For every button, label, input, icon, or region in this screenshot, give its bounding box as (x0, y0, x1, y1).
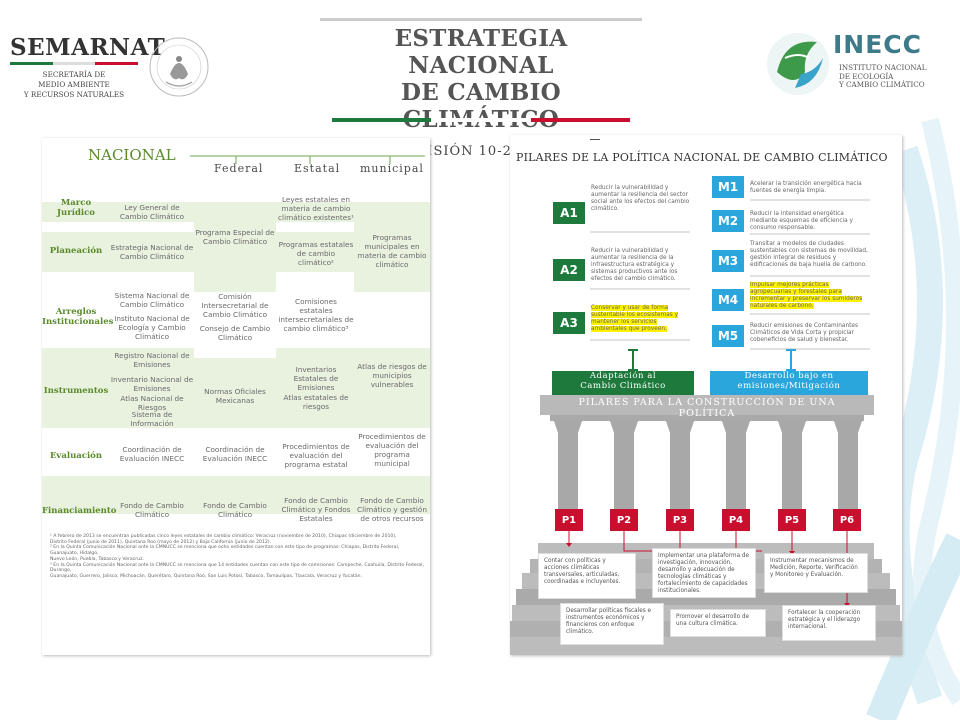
pillar-p5: P5 (778, 509, 806, 531)
band-instrumentos (42, 348, 430, 428)
badge-m5: M5 (712, 325, 744, 347)
badge-a3: A3 (553, 312, 585, 334)
semarnat-wordmark: SEMARNAT (10, 34, 166, 61)
badge-a1: A1 (553, 202, 585, 224)
title-flag-bar (332, 118, 630, 122)
cell-estrategia-nacional: Estrategia Nacional de Cambio Climático (110, 243, 194, 261)
badge-a2: A2 (553, 259, 585, 281)
col-federal: Federal (214, 162, 264, 175)
nacional-table: NACIONAL Federal Estatal municipal Marco… (42, 138, 430, 655)
cell-comisiones-estatales: Comisiones estatales intersecretariales … (278, 297, 354, 333)
cell-proc-municipal: Procedimientos de evaluación del program… (358, 432, 426, 468)
semarnat-subtitle: SECRETARÍA DE MEDIO AMBIENTE Y RECURSOS … (23, 70, 125, 99)
box-fiscales: Desarrollar políticas fiscales e instrum… (560, 603, 664, 645)
box-mrv: Instrumentar mecanismos de Medición, Rep… (764, 553, 868, 593)
cell-registro: Registro Nacional de Emisiones (114, 351, 190, 369)
title-line-2: DE CAMBIO CLIMÁTICO (400, 79, 562, 133)
flag-stripe (10, 62, 139, 65)
cell-consejo: Consejo de Cambio Climático (199, 324, 271, 342)
badge-m4: M4 (712, 289, 744, 311)
text-a3: Conservar y usar de forma sustentable lo… (591, 305, 679, 332)
cell-fondo-2: Fondo de Cambio Climático (203, 501, 267, 519)
cell-fondo-estatales: Fondo de Cambio Climático y Fondos Estat… (281, 495, 351, 523)
band-financiamiento (42, 476, 430, 514)
box-politicas: Contar con políticas y acciones climátic… (538, 553, 636, 599)
row-label-evaluacion: Evaluación (49, 451, 103, 461)
text-a1: Reducir la vulnerabilidad y aumentar la … (591, 185, 690, 212)
construccion-label: PILARES PARA LA CONSTRUCCIÓN DE UNA POLÍ… (578, 397, 836, 419)
cell-programas-municipales: Programas municipales en materia de camb… (357, 233, 427, 269)
pilares-title: PILARES DE LA POLÍTICA NACIONAL DE CAMBI… (516, 151, 888, 164)
title-card: ESTRATEGIA NACIONAL DE CAMBIO CLIMÁTICO … (320, 18, 642, 159)
text-m3: Transitar a modelos de ciudades sustenta… (750, 241, 868, 268)
cell-programas-estatales: Programas estatales de cambio climático² (278, 239, 354, 267)
inecc-subtitle: INSTITUTO NACIONAL DE ECOLOGÍA Y CAMBIO … (839, 63, 927, 89)
title-line-1: ESTRATEGIA NACIONAL (394, 25, 568, 79)
pillar-p1: P1 (555, 509, 583, 531)
row-label-marco: Marco Jurídico (57, 198, 95, 218)
inecc-emblem-icon (767, 33, 829, 95)
cell-comision: Comisión Intersecretarial de Cambio Clim… (201, 291, 269, 319)
box-cultura: Promover el desarrollo de una cultura cl… (670, 609, 766, 637)
badge-m3: M3 (712, 250, 744, 272)
badge-m2: M2 (712, 210, 744, 232)
cell-inventarios-estatales: Inventarios Estatales de Emisiones (293, 364, 339, 392)
badge-m1: M1 (712, 176, 744, 198)
pillar-p4: P4 (722, 509, 750, 531)
footnotes: ¹ A febrero de 2013 se encuentran public… (50, 534, 424, 579)
cell-sinacc: Sistema Nacional de Cambio Climático (114, 291, 190, 309)
pillar-p2: P2 (610, 509, 638, 531)
cell-coord-inecc-1: Coordinación de Evaluación INECC (119, 445, 185, 463)
cell-coord-inecc-2: Coordinación de Evaluación INECC (202, 445, 268, 463)
semarnat-logo: SEMARNAT SECRETARÍA DE MEDIO AMBIENTE Y … (10, 34, 209, 102)
row-label-planeacion: Planeación (49, 246, 103, 256)
cell-normas: Normas Oficiales Mexicanas (204, 387, 266, 405)
green-connector-icon (628, 349, 638, 371)
col-estatal: Estatal (294, 162, 341, 175)
cell-atlas-estatales: Atlas estatales de riesgos (283, 393, 349, 411)
cell-proc-estatal: Procedimientos de evaluación del program… (282, 441, 350, 469)
row-label-arreglos: Arreglos Institucionales (42, 307, 114, 327)
inecc-wordmark: INECC (833, 30, 922, 59)
inecc-logo: INECC INSTITUTO NACIONAL DE ECOLOGÍA Y C… (765, 28, 950, 100)
cell-atlas-nacional: Atlas Nacional de Riesgos (120, 394, 184, 412)
box-cooperacion: Fortalecer la cooperación estratégica y … (782, 605, 876, 641)
col-municipal: municipal (360, 162, 424, 175)
mexican-seal-icon (149, 37, 209, 97)
cell-instituto: Instituto Nacional de Ecología y Cambio … (114, 313, 190, 341)
row-label-financiamiento: Financiamiento (42, 506, 117, 516)
box-investigacion: Implementar una plataforma de investigac… (652, 548, 756, 598)
text-m4: Impulsar mejores prácticas agropecuarias… (750, 282, 863, 309)
text-m5: Reducir emisiones de Contaminantes Climá… (750, 323, 859, 343)
header-bracket (190, 155, 425, 164)
cell-leyes-estatales: Leyes estatales en materia de cambio cli… (278, 194, 354, 222)
cell-inventario: Inventario Nacional de Emisiones (110, 375, 194, 393)
cell-sistema-info: Sistema de Información (130, 410, 174, 428)
cell-ley-general: Ley General de Cambio Climático (119, 203, 185, 221)
cell-fondo-gestion: Fondo de Cambio Climático y gestión de o… (357, 495, 427, 523)
pillar-p3: P3 (666, 509, 694, 531)
cell-fondo-1: Fondo de Cambio Climático (120, 501, 184, 519)
row-label-instrumentos: Instrumentos (43, 386, 109, 396)
blue-connector-icon (786, 349, 796, 371)
nacional-title: NACIONAL (88, 146, 176, 164)
text-m1: Acelerar la transición energética hacia … (750, 181, 862, 194)
pilares-diagram: PILARES DE LA POLÍTICA NACIONAL DE CAMBI… (510, 135, 902, 655)
text-m2: Reducir la intensidad energética mediant… (750, 211, 853, 231)
cell-programa-especial: Programa Especial de Cambio Climático (195, 228, 275, 246)
adaptacion-bar: Adaptación al Cambio Climático (552, 371, 694, 395)
cell-atlas-municipios: Atlas de riesgos de municipios vulnerabl… (357, 361, 427, 389)
text-a2: Reducir la vulnerabilidad y aumentar la … (591, 248, 678, 282)
pillar-p6: P6 (833, 509, 861, 531)
mitigacion-bar: Desarrollo bajo en emisiones/Mitigación (710, 371, 868, 395)
